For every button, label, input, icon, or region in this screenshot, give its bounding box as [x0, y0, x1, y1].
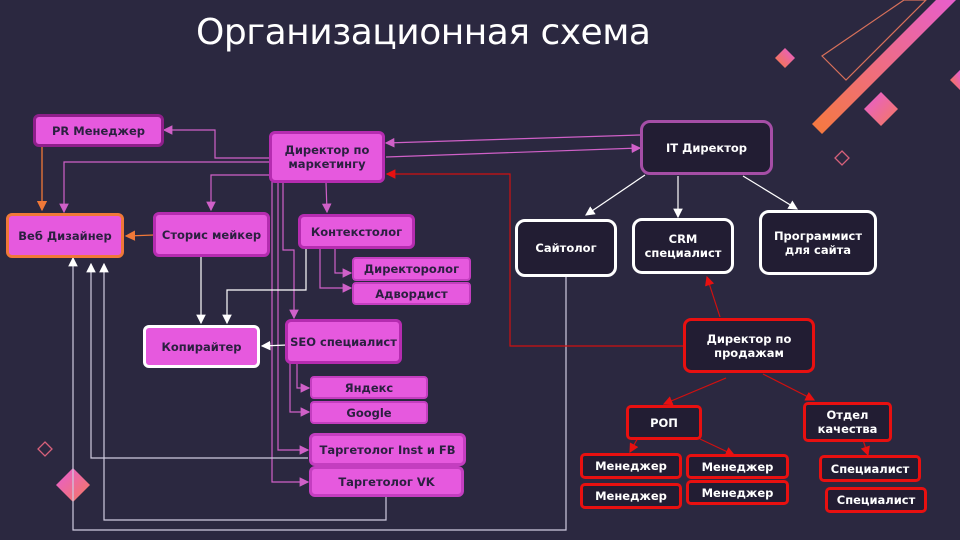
- diamond-icon: [950, 70, 960, 90]
- node-manager-2[interactable]: Менеджер: [580, 483, 682, 509]
- stripe-icon: [812, 0, 956, 134]
- node-adwordist[interactable]: Адвордист: [352, 282, 471, 305]
- node-it-director[interactable]: IT Директор: [640, 120, 773, 175]
- node-yandex[interactable]: Яндекс: [310, 376, 428, 399]
- node-copywriter[interactable]: Копирайтер: [143, 325, 260, 368]
- node-seo-specialist[interactable]: SEO специалист: [285, 319, 402, 364]
- node-manager-4[interactable]: Менеджер: [686, 480, 789, 505]
- node-directorologist[interactable]: Директоролог: [352, 257, 471, 281]
- node-crm-specialist[interactable]: CRM специалист: [632, 218, 734, 274]
- node-manager-3[interactable]: Менеджер: [686, 454, 789, 479]
- node-contextologist[interactable]: Контекстолог: [298, 214, 415, 249]
- page-title: Организационная схема: [196, 12, 651, 53]
- node-sitologist[interactable]: Сайтолог: [515, 219, 617, 277]
- node-targetologist-vk[interactable]: Таргетолог VK: [309, 466, 464, 497]
- node-specialist-2[interactable]: Специалист: [825, 487, 927, 513]
- node-stories-maker[interactable]: Сторис мейкер: [153, 212, 270, 257]
- node-manager-1[interactable]: Менеджер: [580, 453, 682, 479]
- node-quality-department[interactable]: Отдел качества: [803, 402, 892, 442]
- rectangle-outline-icon: [821, 0, 927, 81]
- diamond-outline-icon: [37, 441, 53, 457]
- node-specialist-1[interactable]: Специалист: [819, 455, 921, 482]
- node-sales-director[interactable]: Директор по продажам: [683, 318, 815, 373]
- node-web-designer[interactable]: Веб Дизайнер: [6, 213, 124, 258]
- diamond-outline-icon: [834, 150, 850, 166]
- diamond-icon: [775, 48, 795, 68]
- node-site-programmer[interactable]: Программист для сайта: [759, 210, 877, 275]
- node-google[interactable]: Google: [310, 401, 428, 424]
- node-marketing-director[interactable]: Директор по маркетингу: [269, 131, 385, 183]
- node-targetologist-inst-fb[interactable]: Таргетолог Inst и FB: [309, 433, 466, 466]
- diamond-icon: [864, 92, 898, 126]
- node-rop[interactable]: РОП: [626, 405, 702, 440]
- node-pr-manager[interactable]: PR Менеджер: [33, 114, 164, 147]
